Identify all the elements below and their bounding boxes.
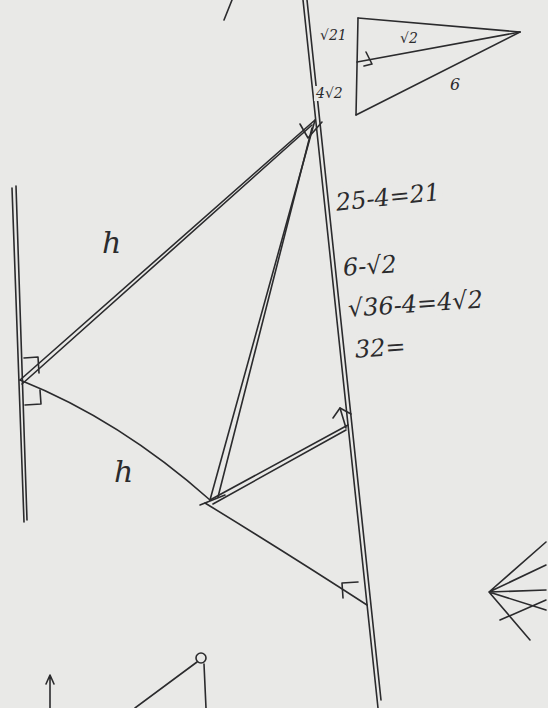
side-label: 4√2 (314, 86, 345, 101)
calculation: √36-4=4√2 (345, 286, 486, 322)
slant-line (22, 125, 312, 384)
right-angle-mark (24, 357, 39, 373)
slant-line (20, 380, 210, 500)
length-label: h (112, 455, 135, 488)
slant-line (210, 120, 315, 500)
triangle-side (358, 18, 520, 32)
side-label: 6 (448, 76, 462, 94)
partial-figure (489, 542, 546, 640)
calculation: 25-4=21 (333, 179, 444, 217)
arrow-stroke (46, 675, 54, 708)
stray-stroke (135, 662, 197, 708)
side-label: √21 (318, 28, 349, 43)
side-label: √2 (398, 31, 420, 46)
perpendicular (210, 425, 348, 500)
right-angle-mark (342, 582, 358, 598)
slant-line (205, 503, 367, 605)
slant-line (20, 120, 315, 380)
calculation: 32= (352, 333, 408, 363)
triangle-side (356, 18, 358, 115)
left-line (16, 186, 27, 520)
slant-line (218, 128, 312, 497)
right-angle-mark (364, 52, 372, 66)
right-angle-mark (340, 408, 346, 428)
triangle-side (356, 32, 520, 115)
triangle-side (357, 32, 520, 62)
stray-stroke (204, 664, 206, 708)
right-angle-mark (300, 122, 322, 138)
stray-stroke (224, 0, 232, 20)
calculation: 6-√2 (340, 251, 400, 281)
perpendicular (213, 430, 346, 504)
length-label: h (100, 226, 123, 259)
right-angle-mark (25, 390, 41, 405)
